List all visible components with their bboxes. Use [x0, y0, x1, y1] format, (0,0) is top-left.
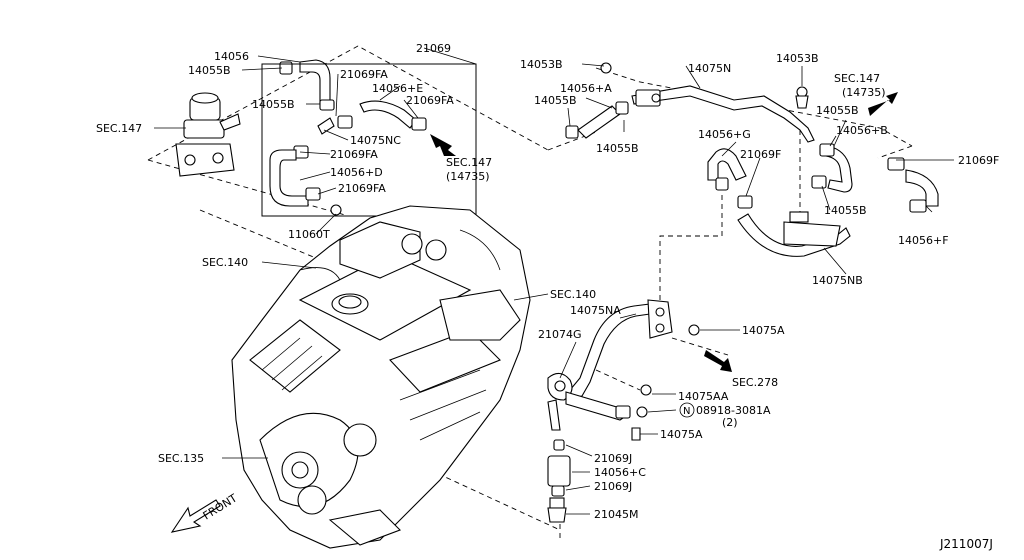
label-14055B: 14055B: [188, 64, 231, 77]
label-14053B: 14053B: [520, 58, 563, 71]
label-21069J: 21069J: [594, 480, 632, 493]
label-21069FA: 21069FA: [340, 68, 388, 81]
label-14075NC: 14075NC: [350, 134, 401, 147]
label-14056F: 14056+F: [898, 234, 949, 247]
egr-valve: [175, 92, 241, 177]
label-21069F: 21069F: [740, 148, 781, 161]
label-14075NA: 14075NA: [570, 304, 621, 317]
label-sec147: SEC.147: [834, 72, 880, 85]
part-labels: 14056 14055B 14055B SEC.147 21069 21069F…: [96, 42, 999, 523]
label-21069FA: 21069FA: [330, 148, 378, 161]
label-14055B: 14055B: [816, 104, 859, 117]
label-14055B: 14055B: [824, 204, 867, 217]
hose-14056F: [887, 157, 939, 213]
group-box-21069: [261, 63, 477, 217]
engine-block: [231, 205, 531, 549]
leader-lines: [154, 47, 954, 515]
label-sec140: SEC.140: [550, 288, 596, 301]
tube-14075N: [600, 62, 815, 143]
label-14055B: 14055B: [252, 98, 295, 111]
hose-stack-14056C: [547, 439, 571, 523]
label-08918-3081A: 08918-3081A: [696, 404, 771, 417]
label-sec135: SEC.135: [158, 452, 204, 465]
diagram-id: J211007J: [939, 537, 993, 551]
label-14075NB: 14075NB: [812, 274, 863, 287]
label-14075N: 14075N: [688, 62, 731, 75]
hose-14056B: [811, 143, 853, 193]
label-sec140: SEC.140: [202, 256, 248, 269]
label-21069FA: 21069FA: [406, 94, 454, 107]
pipe-14075NB: [737, 211, 851, 257]
label-14055B: 14055B: [534, 94, 577, 107]
nut-symbol-circle: [679, 402, 695, 418]
label-14056E: 14056+E: [372, 82, 423, 95]
label-sec147: SEC.147: [446, 156, 492, 169]
label-21069F: 21069F: [958, 154, 999, 167]
front-arrow: [170, 499, 221, 533]
label-front: FRONT: [201, 491, 240, 522]
label-14056C: 14056+C: [594, 466, 646, 479]
label-14056: 14056: [214, 50, 249, 63]
arrow-sec147-mid: [430, 134, 456, 156]
label-14056B: 14056+B: [836, 124, 888, 137]
label-14075AA: 14075AA: [678, 390, 729, 403]
label-nut-symbol: N: [683, 406, 690, 417]
label-14053B: 14053B: [776, 52, 819, 65]
label-14056G: 14056+G: [698, 128, 751, 141]
label-sec147-sub: (14735): [842, 86, 886, 99]
label-14056D: 14056+D: [330, 166, 383, 179]
label-sec147: SEC.147: [96, 122, 142, 135]
arrow-sec278: [704, 350, 732, 372]
label-21069: 21069: [416, 42, 451, 55]
hose-14056A: [565, 101, 629, 139]
label-14075A: 14075A: [660, 428, 703, 441]
label-08918-qty: (2): [722, 416, 738, 429]
label-21074G: 21074G: [538, 328, 582, 341]
bolts: [631, 324, 700, 441]
label-14055B: 14055B: [596, 142, 639, 155]
label-sec278: SEC.278: [732, 376, 778, 389]
label-sec147-sub: (14735): [446, 170, 490, 183]
arrow-sec147-right: [868, 92, 898, 116]
label-11060T: 11060T: [288, 228, 330, 241]
label-14056A: 14056+A: [560, 82, 612, 95]
pipe-14075NA: [547, 299, 673, 431]
label-21045M: 21045M: [594, 508, 638, 521]
label-21069FA: 21069FA: [338, 182, 386, 195]
label-21069J: 21069J: [594, 452, 632, 465]
label-14075A: 14075A: [742, 324, 785, 337]
hose-14056G: [707, 148, 753, 209]
